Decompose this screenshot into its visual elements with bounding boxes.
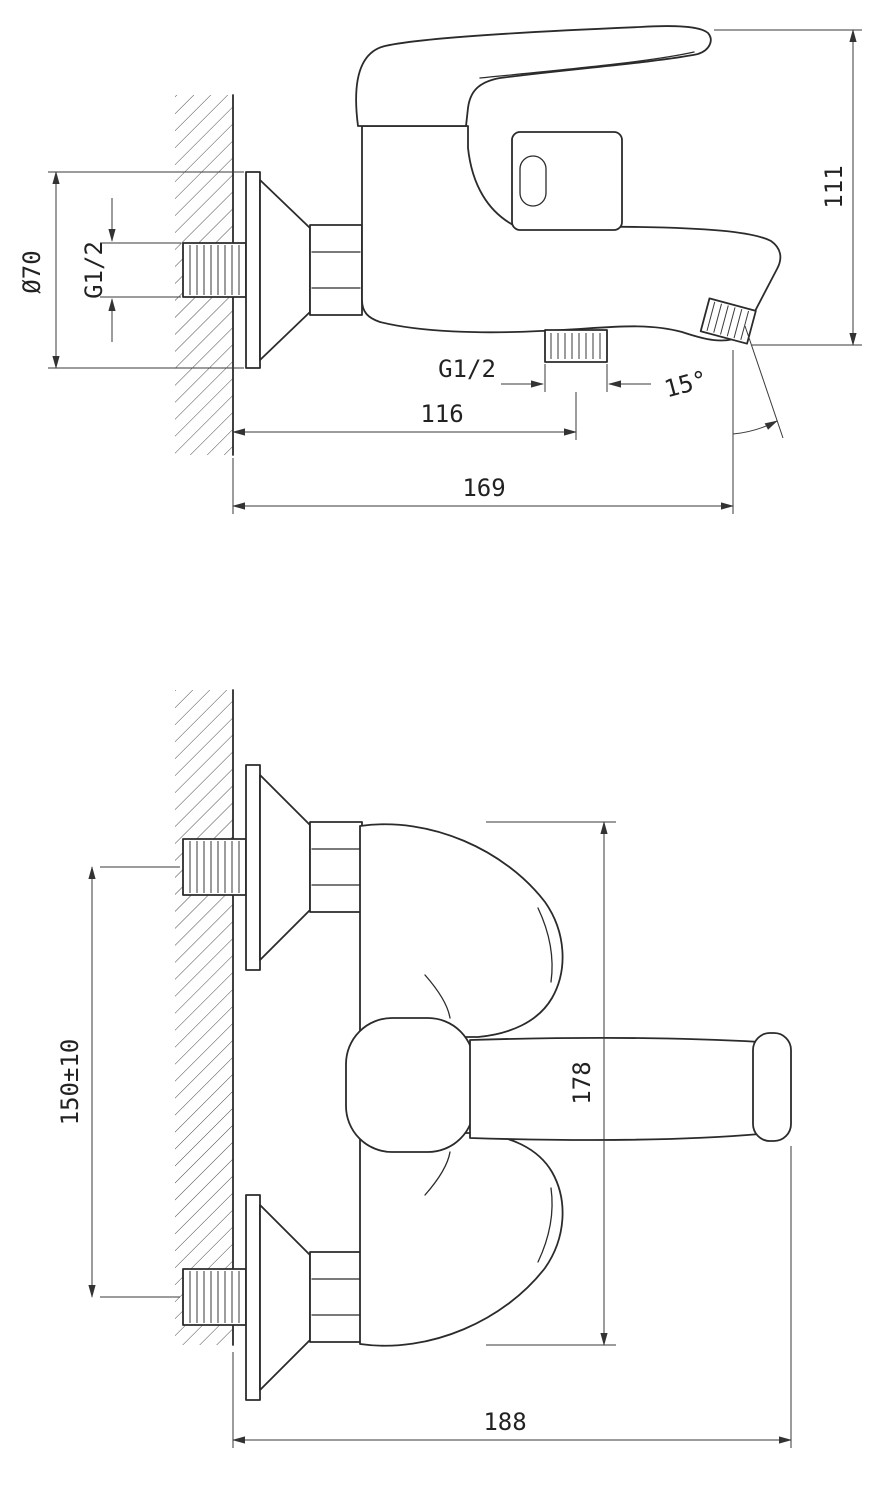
dim-label-spout-angle: 15° [661, 365, 710, 403]
lever-handle [355, 25, 712, 127]
cartridge-housing [345, 1017, 475, 1153]
front-view: 150±10 178 188 [56, 689, 792, 1448]
dim-label-body-height: 178 [568, 1061, 596, 1104]
dimension-overall-depth: 169 [232, 350, 734, 514]
dim-label-inlet-thread: G1/2 [80, 241, 108, 299]
dim-label-overall-height: 111 [820, 165, 848, 208]
dimension-hole-centers: 150±10 [56, 866, 180, 1298]
wall-section [175, 689, 234, 1346]
spout-outlet-nipple [699, 297, 757, 345]
eccentric-connector-bottom [245, 1194, 363, 1401]
dim-label-outlet-thread: G1/2 [438, 355, 496, 383]
dimension-overall-height: 111 [714, 29, 862, 346]
inlet-pipe [182, 242, 247, 298]
dim-label-flange-diameter: Ø70 [18, 250, 46, 293]
dim-label-hole-centers: 150±10 [56, 1039, 84, 1126]
shower-hose-outlet [544, 329, 608, 363]
eccentric-connector-top [245, 764, 363, 971]
dimension-outlet-offset: 116 [232, 392, 577, 440]
dim-label-outlet-offset: 116 [420, 400, 463, 428]
inlet-pipe-top [182, 838, 247, 896]
dimension-body-height: 178 [486, 821, 616, 1346]
dim-label-overall-depth: 169 [462, 474, 505, 502]
diverter-knob [511, 131, 623, 231]
dimension-spout-angle: 15° [661, 325, 784, 439]
dimension-overall-width: 188 [232, 1146, 792, 1448]
dimension-inlet-thread: G1/2 [80, 198, 181, 342]
faucet-body-front [359, 823, 564, 1347]
inlet-pipe-bottom [182, 1268, 247, 1326]
dim-label-overall-width: 188 [483, 1408, 526, 1436]
eccentric-connector [245, 171, 363, 369]
lever-handle-front [469, 1032, 792, 1142]
dimension-flange-diameter: Ø70 [18, 171, 244, 369]
side-view: Ø70 G1/2 111 G1/2 116 [18, 25, 862, 514]
dimension-outlet-thread: G1/2 [438, 355, 651, 392]
